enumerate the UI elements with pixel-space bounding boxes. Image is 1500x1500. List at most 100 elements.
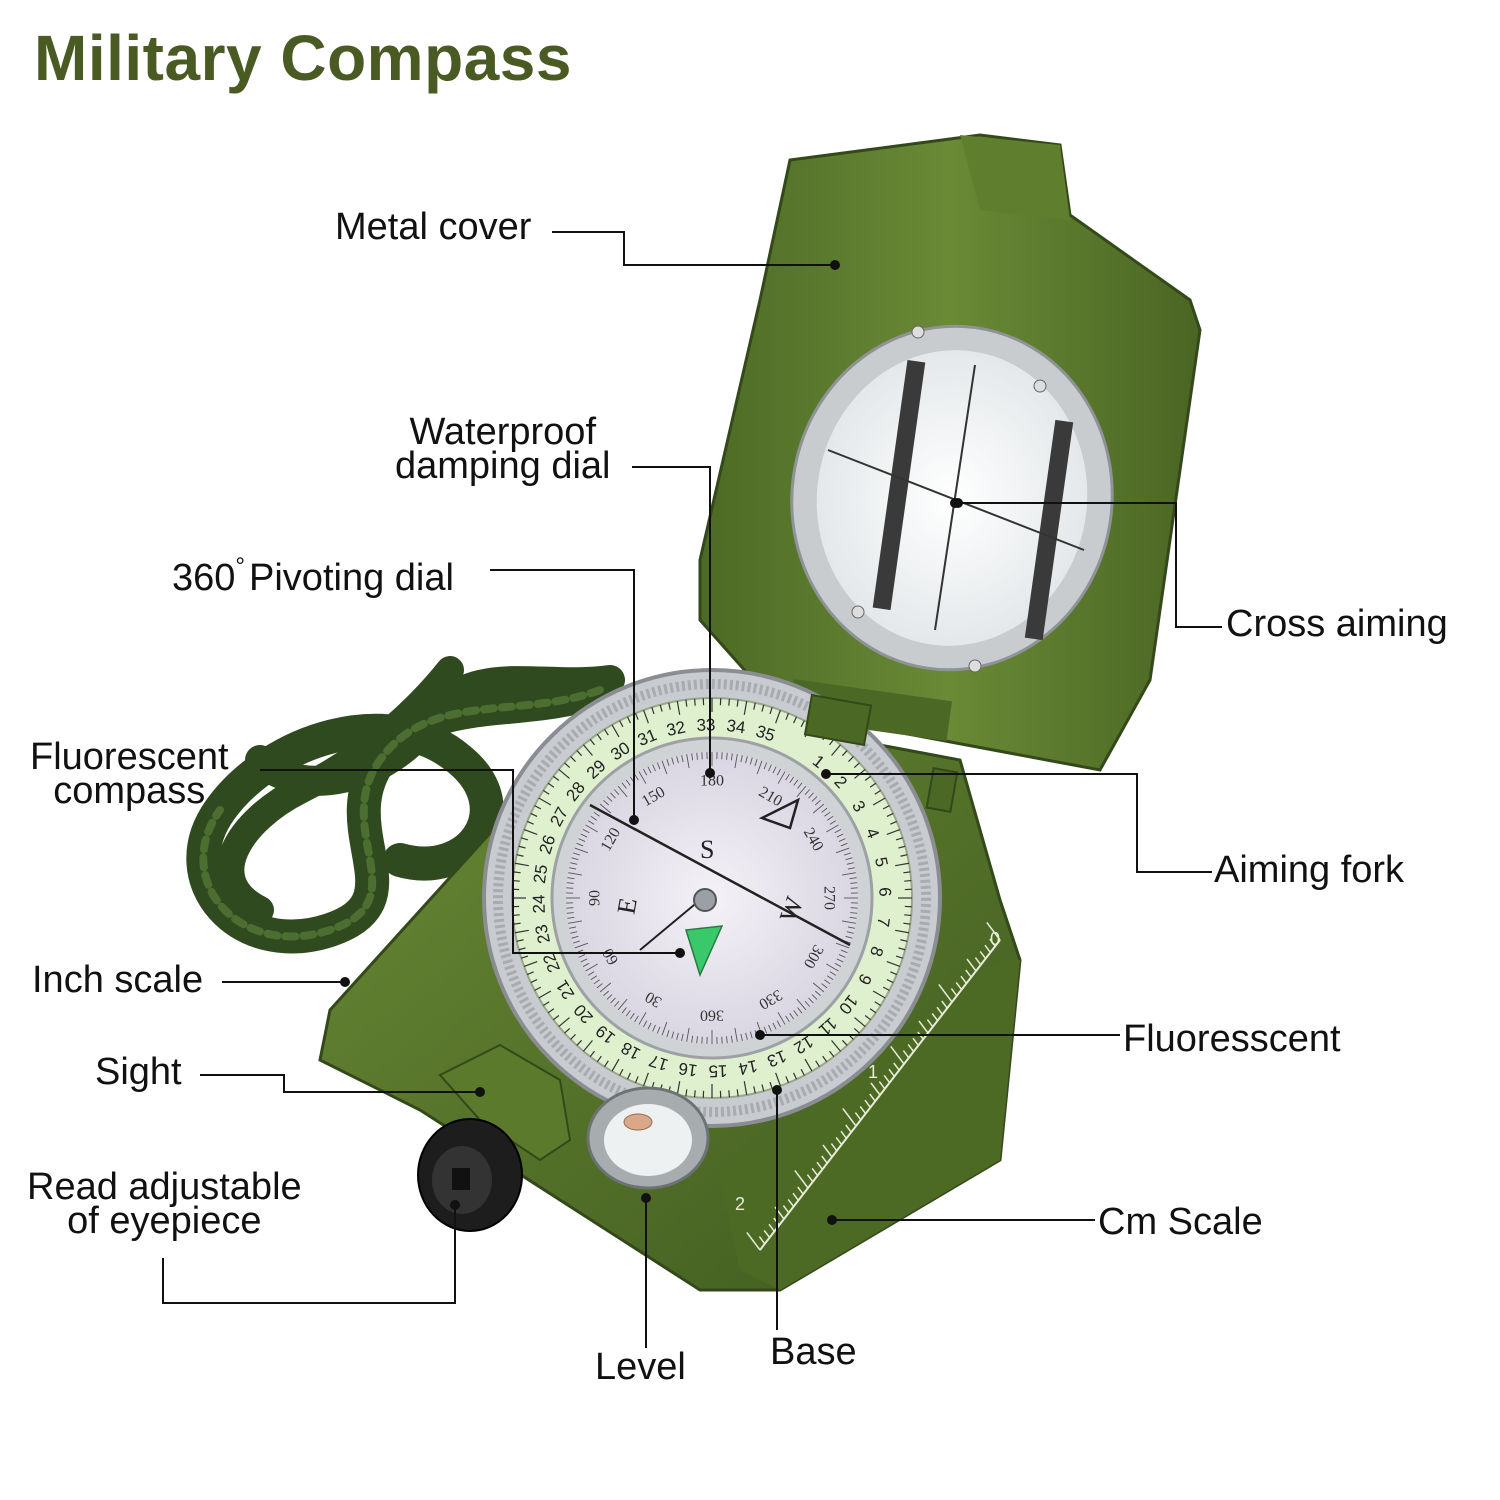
cm-tick — [926, 1019, 934, 1028]
face-degree-270: 270 — [820, 886, 837, 910]
cm-tick — [822, 1144, 833, 1158]
label-waterproof-damping-dial: Waterproof damping dial — [395, 411, 611, 487]
face-tick — [846, 931, 854, 934]
face-tick — [574, 942, 589, 949]
cm-tick — [811, 1167, 819, 1177]
dial-number-17: 17 — [647, 1051, 671, 1075]
face-tick — [691, 1035, 694, 1043]
face-tick — [696, 752, 698, 760]
face-tick — [634, 1015, 639, 1023]
face-tick — [603, 799, 610, 806]
cm-tick — [936, 1006, 944, 1015]
cm-tick — [966, 958, 977, 972]
face-tick — [797, 1007, 803, 1014]
dial-tick — [904, 914, 912, 917]
dial-tick — [576, 1039, 583, 1046]
dial-tick — [769, 1081, 773, 1089]
dial-tick — [736, 1089, 739, 1097]
dial-tick — [903, 871, 911, 874]
cm-tick — [918, 1020, 929, 1034]
face-tick — [621, 782, 627, 789]
dial-tick — [890, 820, 898, 825]
face-tick — [826, 815, 834, 821]
face-tick — [734, 1027, 738, 1042]
dial-tick — [611, 724, 620, 738]
callout-aiming-fork — [826, 773, 1212, 873]
dial-tick — [526, 820, 534, 825]
face-tick — [835, 942, 850, 949]
face-tick — [812, 982, 825, 993]
dial-tick — [874, 1001, 882, 1006]
dial-number-7: 7 — [873, 916, 893, 928]
face-tick — [686, 1027, 690, 1042]
dial-tick — [659, 704, 663, 712]
face-tick — [849, 877, 857, 880]
cm-tick — [965, 969, 972, 978]
face-tick — [652, 1024, 656, 1032]
cm-tick — [986, 921, 1001, 941]
face-tick — [796, 998, 807, 1011]
face-tick — [846, 862, 854, 865]
dial-tick — [886, 812, 894, 817]
face-tick — [834, 829, 842, 834]
face-tick — [590, 975, 598, 981]
cm-tick — [768, 1223, 776, 1232]
face-tick — [656, 762, 661, 770]
face-tick — [776, 768, 781, 776]
face-tick — [740, 755, 743, 763]
face-tick — [749, 1031, 753, 1039]
face-tick — [845, 857, 853, 861]
dial-tick — [900, 854, 908, 857]
dial-tick — [829, 1050, 835, 1058]
face-tick — [804, 789, 811, 796]
label-cross-aiming: Cross aiming — [1226, 603, 1448, 645]
dial-tick — [668, 702, 671, 710]
face-tick — [606, 796, 613, 802]
dial-tick — [882, 986, 890, 991]
dial-tick — [831, 1040, 842, 1052]
face-tick — [585, 824, 598, 833]
callout-dots — [340, 260, 963, 1225]
face-degree-30: 30 — [642, 988, 664, 1011]
face-tick — [841, 872, 856, 876]
dial-tick — [547, 1008, 555, 1014]
dial-tick — [785, 712, 790, 720]
face-tick — [730, 753, 733, 761]
dial-tick — [815, 1060, 820, 1068]
dial-tick — [793, 1072, 798, 1080]
face-tick — [821, 807, 828, 813]
dial-tick — [743, 700, 748, 715]
face-tick — [593, 811, 600, 817]
dial-tick — [582, 744, 593, 756]
face-tick — [850, 912, 858, 914]
face-tick — [580, 958, 588, 963]
cm-tick — [974, 957, 982, 966]
cm-tick — [794, 1169, 809, 1189]
cm-tick — [854, 1112, 862, 1121]
face-tick — [568, 920, 583, 924]
face-tick — [740, 1033, 743, 1041]
face-tick — [804, 1000, 811, 1007]
face-tick — [829, 820, 837, 825]
dial-tick — [874, 790, 882, 795]
dial-tick — [676, 700, 681, 715]
dial-tick — [523, 961, 538, 967]
face-tick — [745, 1032, 748, 1040]
cm-tick — [763, 1229, 771, 1239]
dial-tick — [831, 744, 842, 756]
face-degree-90: 90 — [587, 890, 604, 906]
callout-eyepiece — [162, 1205, 456, 1304]
face-tick — [671, 1031, 675, 1039]
dial-tick — [864, 775, 872, 781]
dial-tick — [676, 1081, 681, 1096]
inner-dial-ticks — [566, 752, 858, 1044]
face-tick — [570, 931, 578, 934]
face-tick — [571, 935, 579, 939]
face-tick — [793, 779, 799, 786]
dial-tick — [854, 1017, 866, 1028]
dial-tick — [775, 709, 781, 724]
face-tick — [634, 773, 639, 781]
dial-tick — [886, 961, 901, 967]
face-tick — [681, 1033, 684, 1041]
